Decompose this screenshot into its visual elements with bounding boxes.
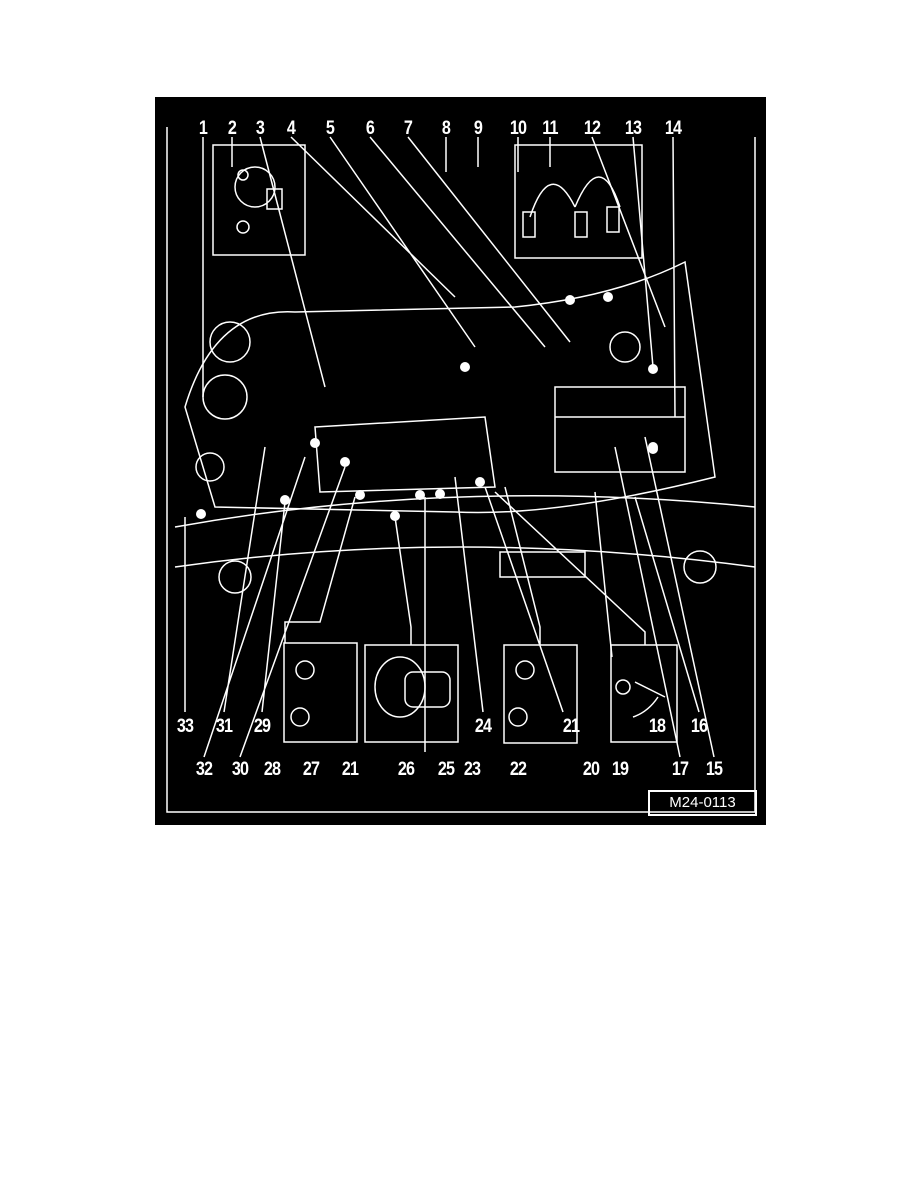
callout-20: 20 bbox=[582, 759, 600, 780]
callout-22: 22 bbox=[509, 759, 527, 780]
callout-21-right: 21 bbox=[562, 716, 580, 737]
callout-24: 24 bbox=[474, 716, 492, 737]
callout-30: 30 bbox=[231, 759, 249, 780]
callout-32: 32 bbox=[195, 759, 213, 780]
callout-31: 31 bbox=[215, 716, 233, 737]
callout-4: 4 bbox=[286, 118, 296, 139]
inset-cap bbox=[212, 144, 306, 256]
engine-compartment-diagram: 1 2 3 4 5 6 7 8 9 10 11 12 13 14 33 31 2… bbox=[155, 97, 766, 825]
callout-9: 9 bbox=[473, 118, 483, 139]
callout-13: 13 bbox=[624, 118, 642, 139]
callout-17: 17 bbox=[671, 759, 689, 780]
figure-code: M24-0113 bbox=[648, 790, 757, 816]
callout-26: 26 bbox=[397, 759, 415, 780]
inset-sensors bbox=[514, 144, 643, 259]
callout-12: 12 bbox=[583, 118, 601, 139]
inset-sensor-left bbox=[283, 642, 358, 743]
callout-6: 6 bbox=[365, 118, 375, 139]
inset-connector bbox=[610, 644, 678, 743]
callout-19: 19 bbox=[611, 759, 629, 780]
callout-5: 5 bbox=[325, 118, 335, 139]
callout-28: 28 bbox=[263, 759, 281, 780]
callout-1: 1 bbox=[198, 118, 208, 139]
callout-23: 23 bbox=[463, 759, 481, 780]
callout-7: 7 bbox=[403, 118, 413, 139]
callout-11: 11 bbox=[542, 118, 558, 139]
callout-27: 27 bbox=[302, 759, 320, 780]
callout-29: 29 bbox=[253, 716, 271, 737]
callout-2: 2 bbox=[227, 118, 237, 139]
callout-15: 15 bbox=[705, 759, 723, 780]
callout-3: 3 bbox=[255, 118, 265, 139]
callout-33: 33 bbox=[176, 716, 194, 737]
callout-18: 18 bbox=[648, 716, 666, 737]
callout-14: 14 bbox=[664, 118, 682, 139]
callout-10: 10 bbox=[509, 118, 527, 139]
callout-16: 16 bbox=[690, 716, 708, 737]
engine-line-art bbox=[166, 127, 756, 813]
callout-21-left: 21 bbox=[341, 759, 359, 780]
callout-8: 8 bbox=[441, 118, 451, 139]
callout-25: 25 bbox=[437, 759, 455, 780]
